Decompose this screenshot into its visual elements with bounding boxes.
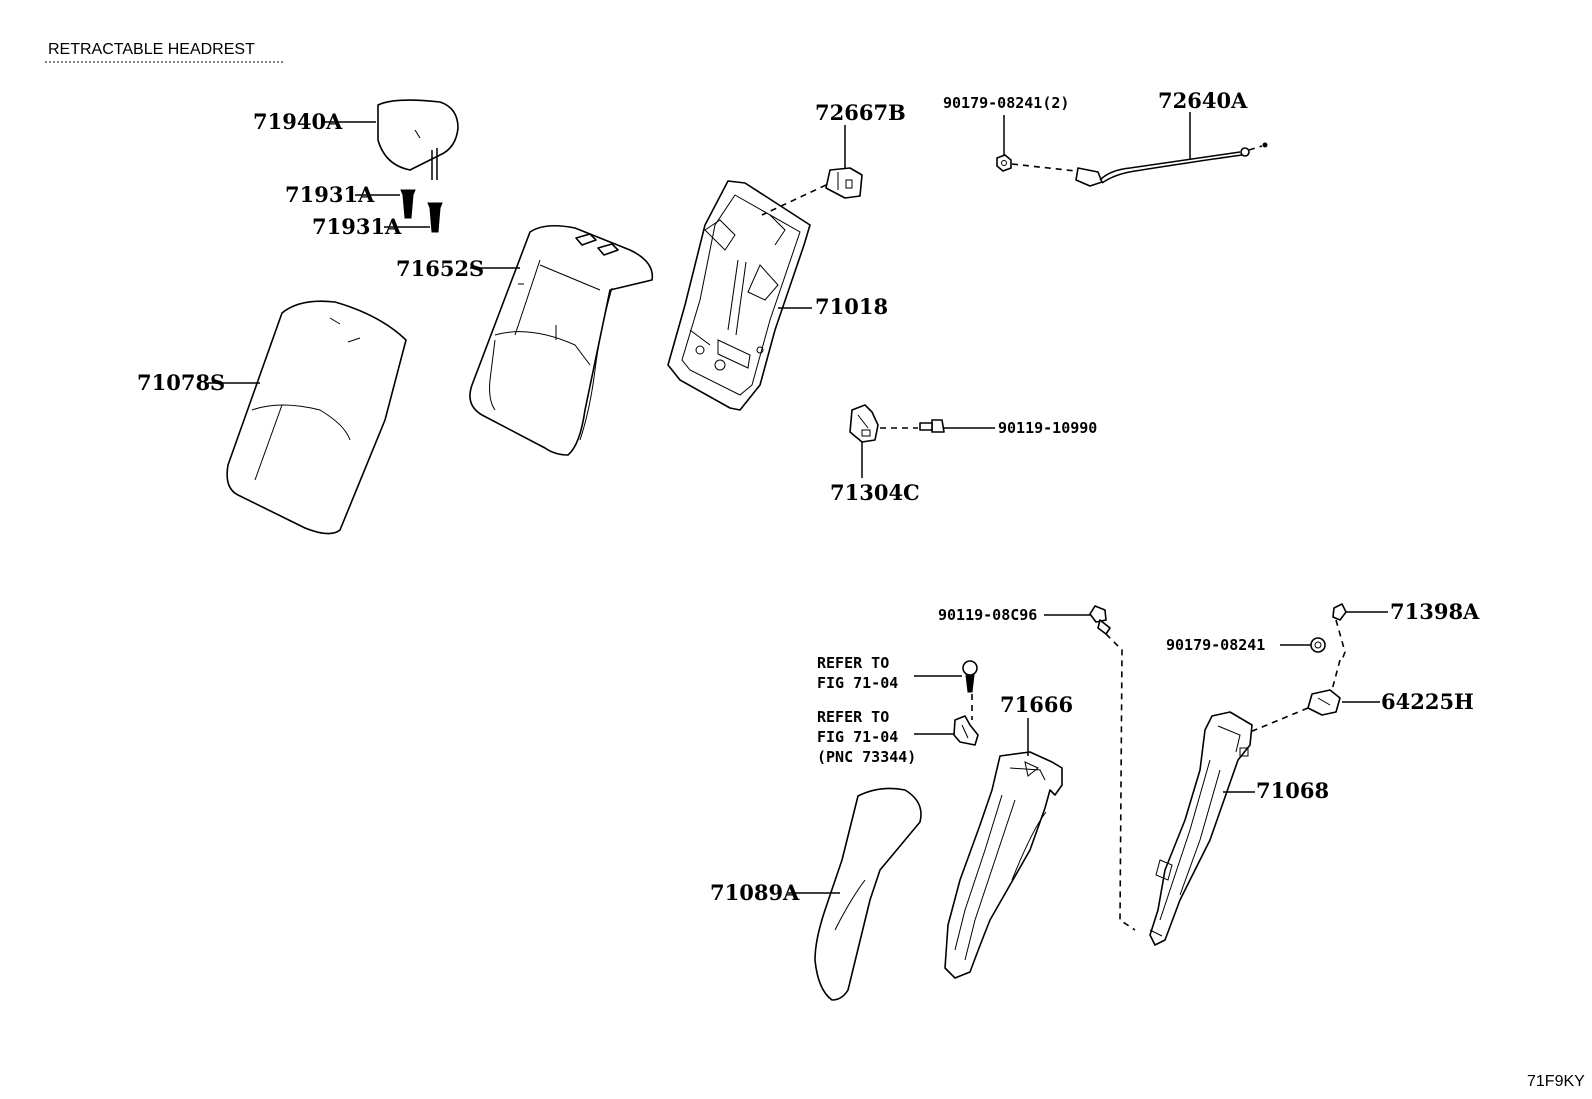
refer-2-line2: FIG 71-04 (817, 728, 898, 746)
panel-71666-part[interactable] (944, 751, 1063, 979)
bracket-72667B-part[interactable] (825, 167, 863, 199)
dash-90179 (1331, 659, 1341, 691)
cover-71304C-part[interactable] (849, 404, 879, 443)
nut-90179-2-part[interactable] (996, 154, 1012, 172)
hinge-71068-part[interactable] (1149, 711, 1253, 946)
dash-71398A (1335, 619, 1346, 661)
seatback-cover-part[interactable] (226, 300, 407, 535)
label-90179-2: 90179-08241(2) (943, 94, 1069, 112)
release-cable-part[interactable] (1075, 142, 1268, 187)
label-71398A: 71398A (1390, 599, 1480, 624)
label-90119-10990: 90119-10990 (998, 419, 1097, 437)
screw-refer-1[interactable] (962, 660, 978, 693)
diagram-title: RETRACTABLE HEADREST (48, 41, 255, 58)
bolt-90119-08C96-part[interactable] (1089, 605, 1111, 635)
refer-2-line1: REFER TO (817, 708, 889, 726)
bracket-64225H-part[interactable] (1307, 689, 1341, 716)
label-72640A: 72640A (1158, 88, 1248, 113)
dash-90179-2 (1011, 163, 1086, 173)
dash-64225H (1249, 707, 1309, 733)
dash-90119-08C96 (1105, 633, 1136, 931)
label-71652S: 71652S (396, 256, 484, 281)
refer-2-line3: (PNC 73344) (817, 748, 916, 766)
label-71078S: 71078S (137, 370, 225, 395)
headrest-support-2[interactable] (427, 202, 443, 233)
clip-71398A-part[interactable] (1332, 603, 1347, 621)
label-72667B: 72667B (815, 100, 906, 125)
label-71940A: 71940A (253, 109, 343, 134)
label-71666: 71666 (1000, 692, 1073, 717)
label-71018: 71018 (815, 294, 888, 319)
label-90119-08C96: 90119-08C96 (938, 606, 1037, 624)
diagram-code: 71F9KY (1527, 1073, 1585, 1090)
label-64225H: 64225H (1381, 689, 1474, 714)
seatback-frame-part[interactable] (667, 180, 811, 411)
bracket-refer-2[interactable] (953, 715, 979, 746)
label-90179: 90179-08241 (1166, 636, 1265, 654)
seatback-pad-part[interactable] (469, 224, 654, 456)
label-71304C: 71304C (830, 480, 920, 505)
refer-1-line1: REFER TO (817, 654, 889, 672)
label-71068: 71068 (1256, 778, 1329, 803)
dash-72667B (761, 184, 827, 216)
bolt-90119-10990-part[interactable] (919, 419, 945, 433)
panel-71089A-part[interactable] (814, 787, 922, 1001)
label-71931A-1: 71931A (285, 182, 375, 207)
label-71089A: 71089A (710, 880, 800, 905)
nut-90179-08241-part[interactable] (1310, 637, 1326, 653)
label-71931A-2: 71931A (312, 214, 402, 239)
headrest-support-1[interactable] (400, 189, 416, 219)
refer-1-line2: FIG 71-04 (817, 674, 898, 692)
headrest-part[interactable] (377, 99, 459, 180)
